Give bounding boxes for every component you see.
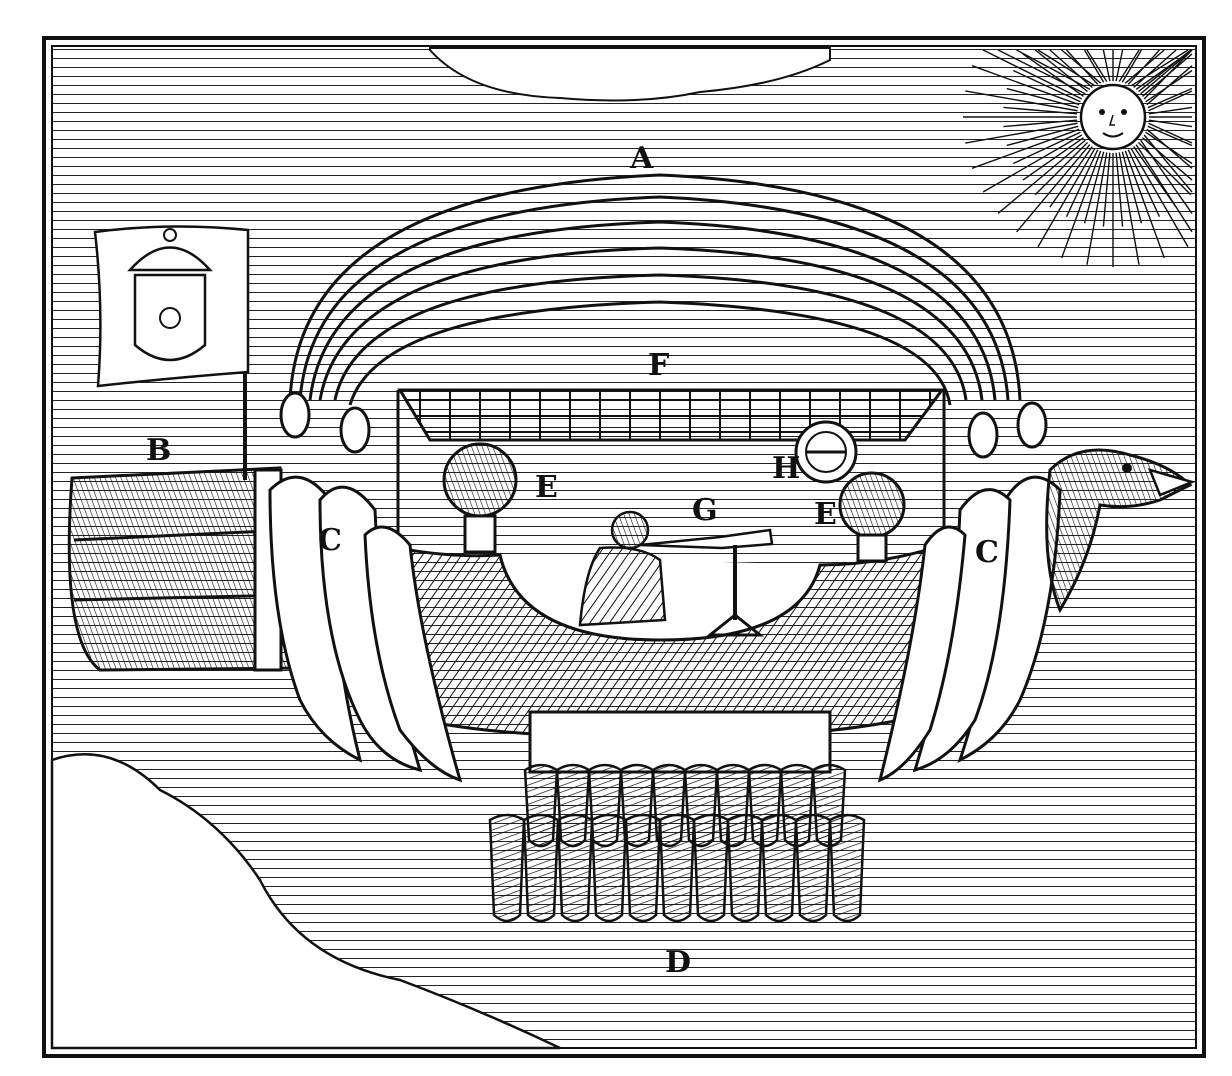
sun-ray bbox=[1143, 134, 1193, 193]
sun-ray bbox=[1140, 49, 1193, 95]
sun-ray bbox=[1147, 125, 1193, 147]
tail-feather bbox=[590, 813, 628, 923]
tail-feather bbox=[522, 813, 560, 923]
bellows-b bbox=[67, 466, 302, 672]
sun-ray bbox=[1135, 144, 1193, 233]
sun-ray bbox=[1086, 152, 1108, 265]
bottom-left-cloud bbox=[50, 753, 561, 1050]
sun-ray bbox=[1133, 49, 1177, 89]
sun-ray bbox=[971, 128, 1080, 169]
flag-coat-of-arms bbox=[93, 225, 250, 480]
sun-ray bbox=[971, 65, 1080, 106]
tail-feather bbox=[760, 813, 798, 923]
sun-ray bbox=[1148, 119, 1193, 128]
label-b: B bbox=[146, 433, 171, 468]
sun-ray bbox=[1086, 49, 1108, 82]
sun-ray bbox=[1083, 151, 1105, 224]
label-e-left: E bbox=[535, 470, 558, 505]
sun-ray bbox=[1124, 150, 1165, 259]
sun-ray bbox=[1138, 49, 1192, 93]
sun-ray bbox=[997, 139, 1086, 214]
label-c-right: C bbox=[975, 535, 999, 570]
sun-ray bbox=[1016, 49, 1091, 91]
sun-ray bbox=[1049, 146, 1093, 208]
globe-left bbox=[442, 442, 518, 554]
sun-ray bbox=[1003, 119, 1078, 128]
sun-ray bbox=[1130, 49, 1189, 87]
bird-head bbox=[1045, 448, 1196, 614]
sun-ray bbox=[1049, 49, 1093, 89]
sun-ray bbox=[1142, 137, 1193, 181]
sun-ray bbox=[1006, 87, 1079, 109]
sun-ray bbox=[1013, 131, 1081, 165]
sun-ray bbox=[1061, 150, 1102, 259]
sun-ray bbox=[1147, 87, 1193, 109]
sun-ray bbox=[1127, 49, 1161, 85]
top-cloud bbox=[429, 47, 831, 102]
label-f: F bbox=[648, 348, 669, 383]
label-d: D bbox=[665, 945, 691, 980]
compass-h bbox=[794, 420, 858, 484]
label-g: G bbox=[692, 493, 718, 528]
sun-ray bbox=[1133, 146, 1177, 208]
sun-ray bbox=[1016, 144, 1091, 233]
sun-ray bbox=[1034, 49, 1088, 93]
tail-feathers-d bbox=[488, 710, 866, 923]
sun-ray bbox=[1148, 122, 1193, 144]
sun bbox=[963, 49, 1193, 267]
tail-feather bbox=[794, 813, 832, 923]
sun-ray bbox=[1102, 152, 1111, 227]
sun-ray bbox=[1034, 141, 1089, 196]
sun-ray bbox=[1130, 147, 1189, 248]
sun-ray bbox=[1037, 49, 1096, 87]
tail-feather bbox=[726, 813, 764, 923]
tail-feather bbox=[658, 813, 696, 923]
sun-ray bbox=[965, 90, 1078, 112]
label-a: A bbox=[629, 141, 654, 176]
sun-ray bbox=[1061, 49, 1102, 84]
sun-ray bbox=[1118, 49, 1140, 82]
sun-ray bbox=[1037, 147, 1096, 248]
sun-ray bbox=[1115, 152, 1124, 227]
sun-ray bbox=[1115, 49, 1124, 82]
sun-ray bbox=[982, 134, 1083, 193]
sun-ray bbox=[1148, 90, 1193, 112]
sun-ray bbox=[1146, 65, 1193, 106]
sun-ray bbox=[1022, 137, 1084, 181]
sun-ray bbox=[1102, 49, 1111, 82]
sun-ray bbox=[1127, 149, 1161, 217]
sun-ray bbox=[1022, 53, 1084, 97]
label-e-right: E bbox=[814, 497, 837, 532]
sun-ray bbox=[982, 49, 1083, 100]
sun-ray bbox=[1003, 106, 1078, 115]
tail-feather bbox=[624, 813, 662, 923]
sun-ray bbox=[1006, 125, 1079, 147]
globe-right bbox=[838, 471, 906, 563]
label-h: H bbox=[772, 451, 800, 486]
sun-ray bbox=[997, 49, 1086, 95]
sun-ray bbox=[1118, 152, 1140, 265]
tail-feather bbox=[488, 813, 526, 923]
sun-ray bbox=[1148, 106, 1193, 115]
observer-with-telescope-g bbox=[578, 510, 774, 637]
sun-ray bbox=[1121, 49, 1143, 83]
sun-ray bbox=[1137, 141, 1192, 196]
sun-ray bbox=[1013, 69, 1081, 103]
sun-ray bbox=[1083, 49, 1105, 83]
tail-feather bbox=[828, 813, 866, 923]
tail-feather bbox=[556, 813, 594, 923]
label-c-left: C bbox=[318, 523, 342, 558]
sun-ray bbox=[1145, 131, 1193, 165]
side-tubes-c bbox=[268, 391, 1062, 783]
arch-tubes-a bbox=[288, 173, 1022, 406]
sun-ray bbox=[1143, 49, 1193, 100]
sun-ray bbox=[1065, 149, 1099, 217]
sun-ray bbox=[965, 122, 1078, 144]
tail-feather bbox=[692, 813, 730, 923]
sun-ray bbox=[1121, 151, 1143, 224]
